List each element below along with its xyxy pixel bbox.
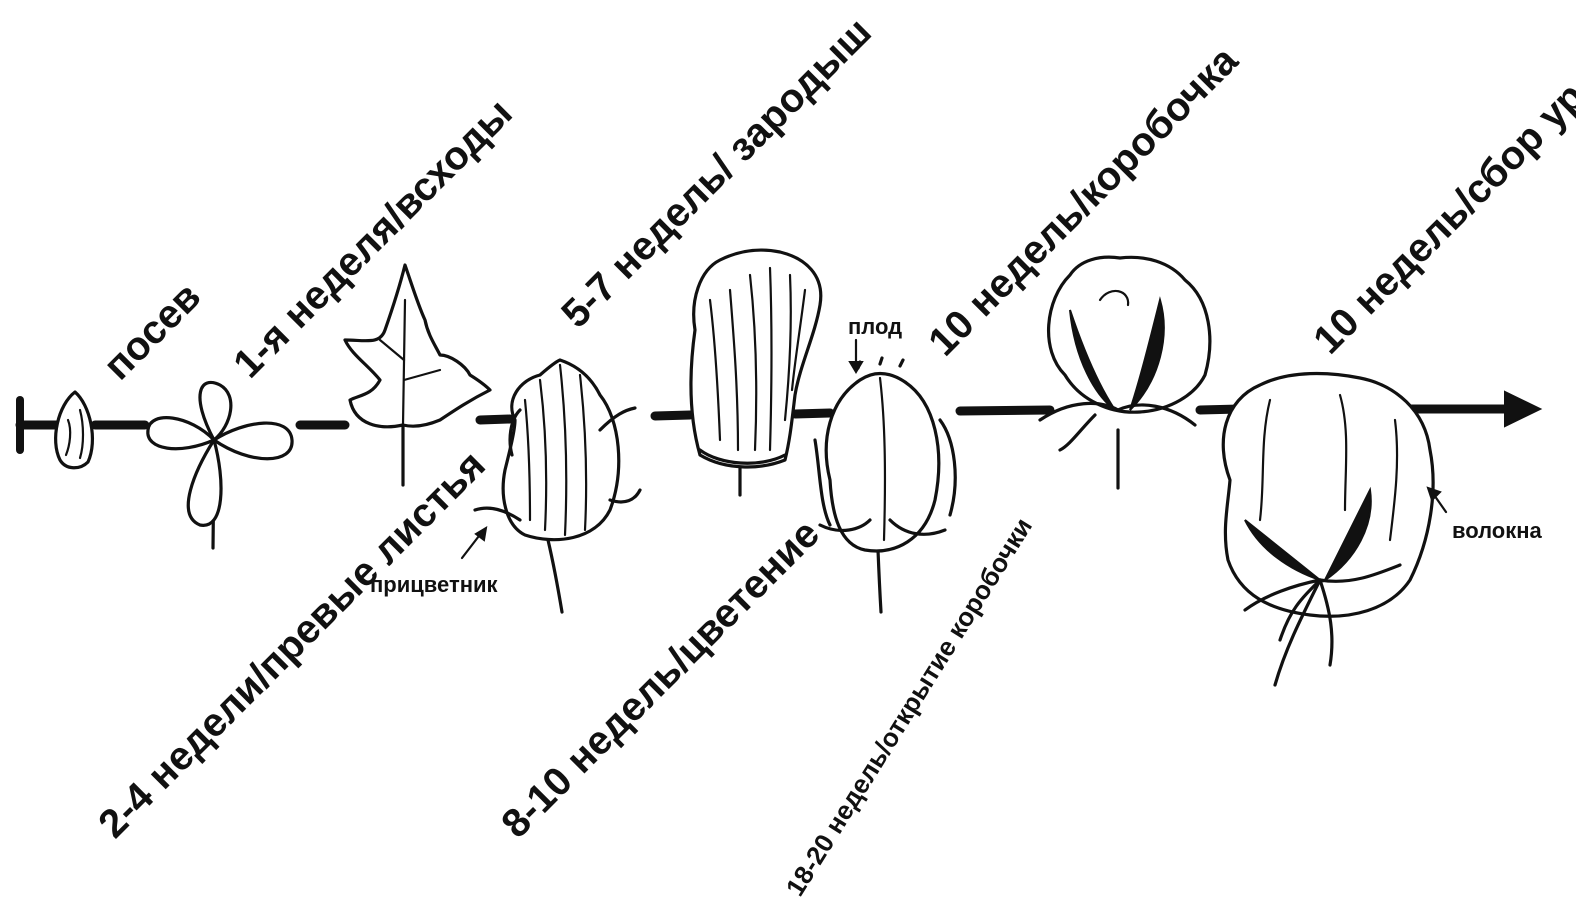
- callout-fiber: волокна: [1452, 518, 1543, 543]
- label-weeks8-10: 8-10 недель/цветение: [493, 512, 828, 847]
- arrow-head-icon: [1505, 392, 1540, 426]
- label-weeks2-4: 2-4 недели/превые листья: [90, 443, 494, 847]
- fruit-arrow-icon: [850, 340, 862, 372]
- open-flower-icon: [691, 250, 821, 495]
- callout-fruit: плод: [848, 314, 902, 339]
- seed-icon: [56, 392, 93, 468]
- label-weeks18-20: 18-20 недель/открытие коробочки: [780, 512, 1038, 901]
- callout-bract: прицветник: [370, 572, 499, 597]
- label-sowing: посев: [95, 274, 209, 388]
- label-weeks10-harvest: 10 недель/сбор урожая: [1305, 5, 1576, 363]
- opening-boll-icon: [1040, 257, 1210, 488]
- young-boll-icon: [815, 358, 955, 612]
- seedling-icon: [148, 382, 292, 548]
- flower-bud-icon: [475, 360, 640, 612]
- mature-boll-icon: [1223, 374, 1433, 685]
- bract-arrow-icon: [462, 528, 486, 558]
